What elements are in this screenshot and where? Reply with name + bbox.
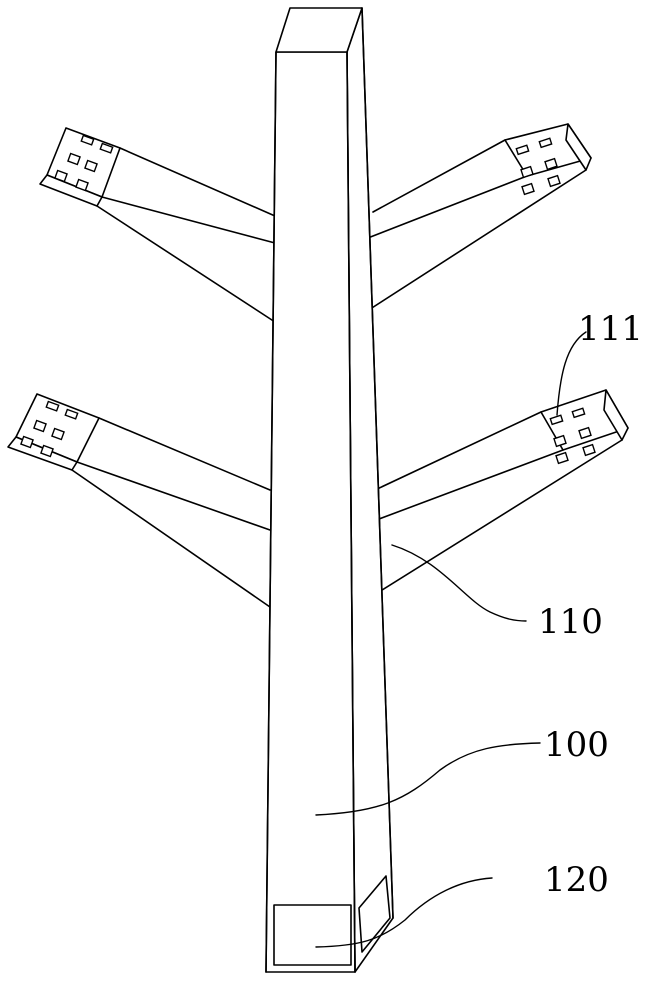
base-compartment-front: [274, 905, 351, 965]
mounting-hole: [556, 453, 568, 464]
main-pole: [266, 8, 393, 972]
mounting-hole: [522, 184, 534, 195]
label-100: 100: [544, 725, 609, 765]
mounting-hole: [583, 445, 595, 456]
lower-left-arm: [8, 394, 270, 607]
mounting-hole: [548, 176, 560, 187]
upper-right-arm: [350, 124, 591, 322]
label-120: 120: [544, 860, 609, 900]
lower-right-arm: [355, 390, 628, 607]
label-111: 111: [578, 309, 643, 349]
leader-110: [392, 545, 526, 621]
upper-left-arm: [40, 128, 275, 322]
label-110: 110: [538, 602, 603, 642]
